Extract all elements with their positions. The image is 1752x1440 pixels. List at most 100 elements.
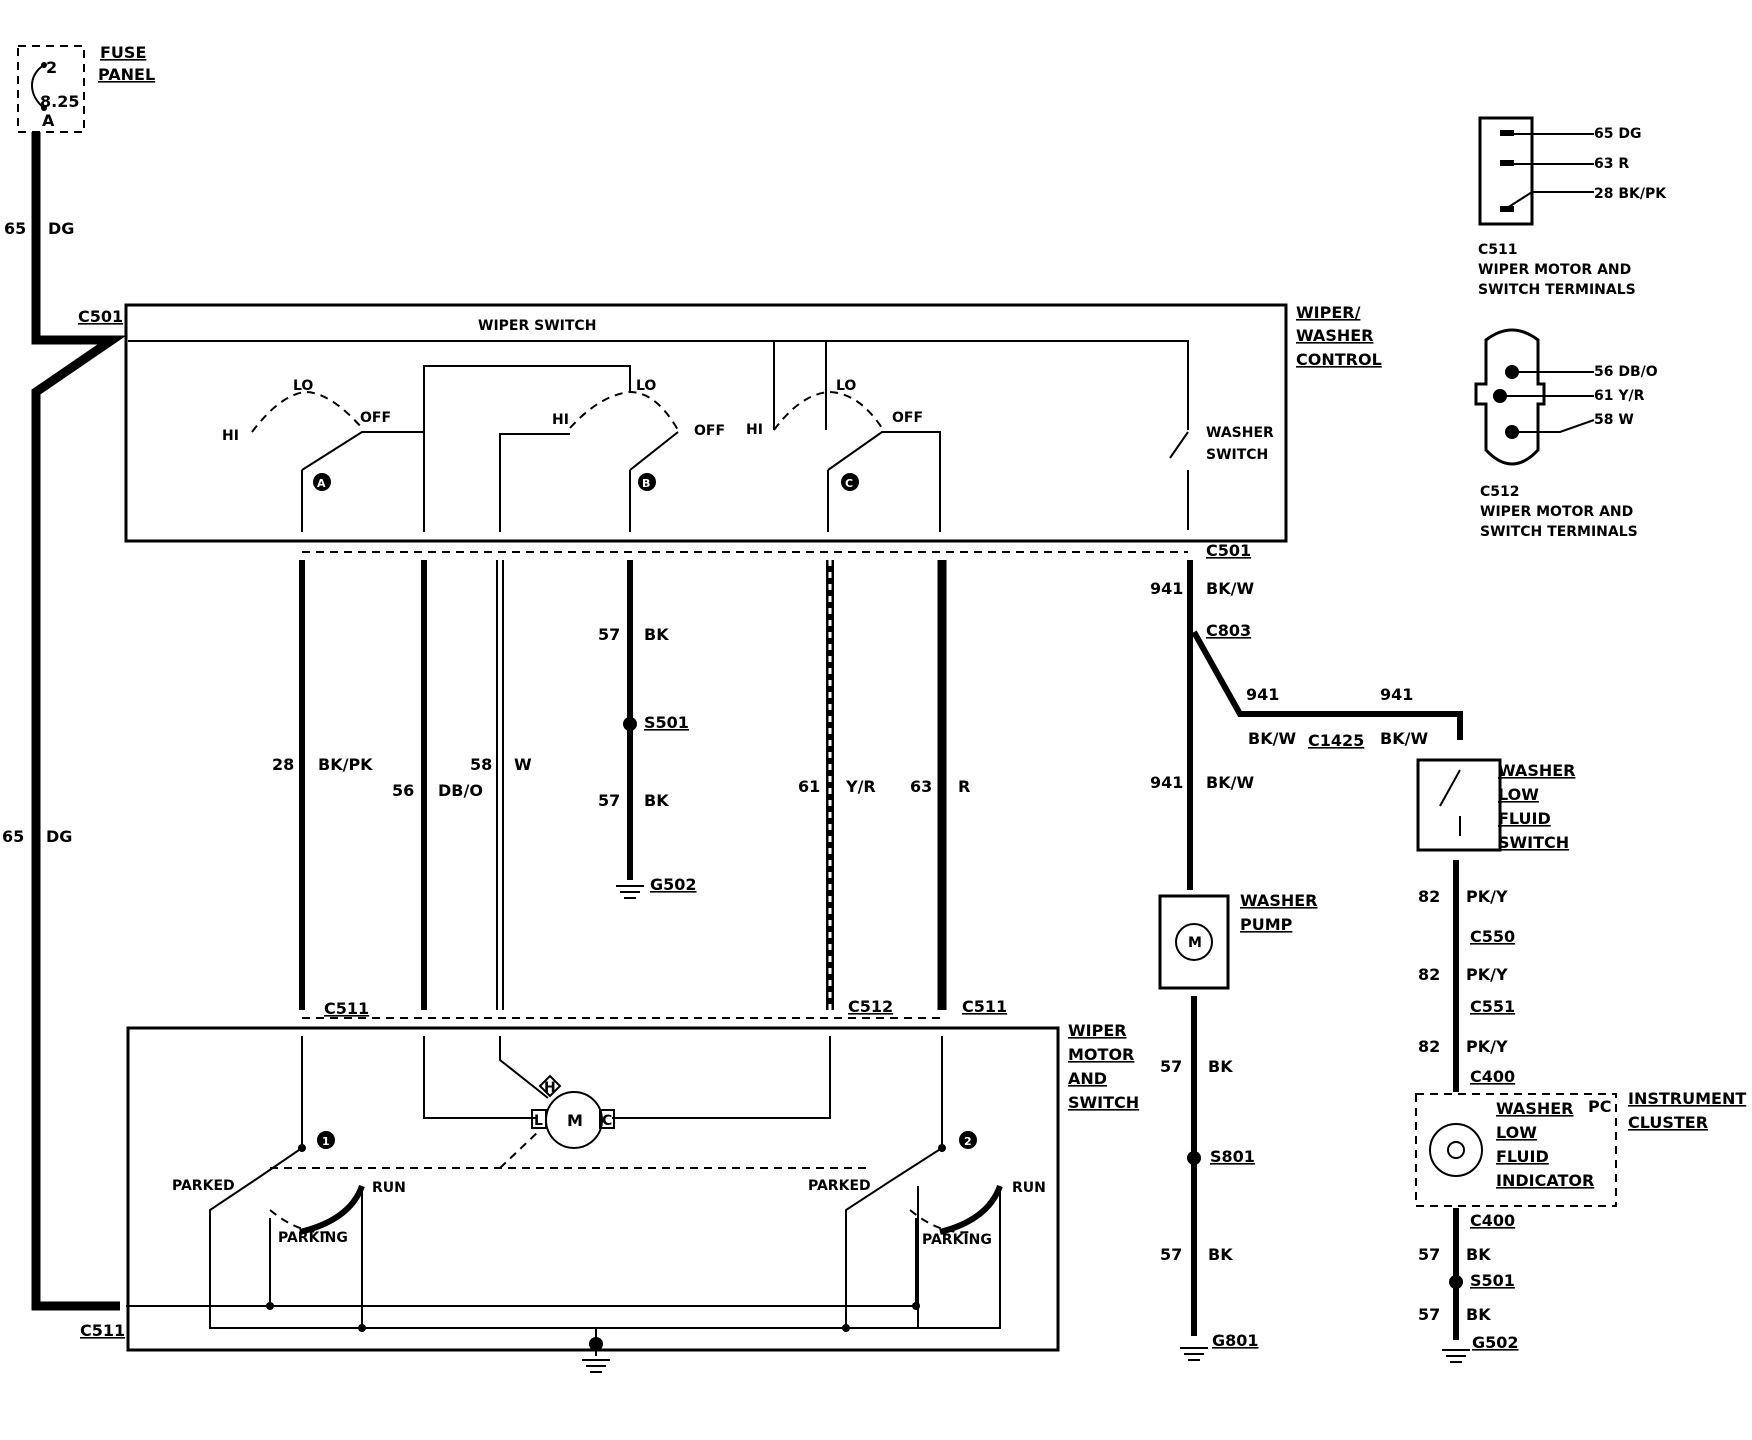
washer-pump-m: M [1188,935,1202,951]
parking-right: PARKING [922,1232,992,1248]
wire-63: 63 R [910,560,970,1010]
fuse-number: 2 [46,58,57,77]
wire-57-right: 57 BK S801 57 BK G801 [1160,996,1259,1361]
wire-57-right-circuit-a: 57 [1160,1057,1182,1076]
wiper-washer-control: WIPER/ WASHER CONTROL WIPER SWITCH WASHE… [124,303,1382,543]
wire-82-circuit-a: 82 [1418,887,1440,906]
wire-56-circuit: 56 [392,781,414,800]
wire-57-center: 57 BK S501 57 BK G502 [598,560,697,899]
c400-top-label: C400 [1470,1067,1515,1086]
c400-bottom-label: C400 [1470,1211,1515,1230]
c512-pin-2: 61 Y/R [1594,388,1645,404]
fuse-panel-label-2: PANEL [98,65,155,84]
washer-circuit-941: 941 BK/W C803 941 BK/W C1425 941 BK/W 94… [1150,560,1463,890]
switch-a-tag: A [317,477,326,490]
wiper-motor-m: M [567,1111,583,1130]
c511-inset-title: C511 [1478,242,1518,258]
control-label-1: WIPER/ [1296,303,1361,322]
c511-terminal-inset: 65 DG 63 R 28 BK/PK C511 WIPER MOTOR AND… [1478,116,1667,298]
switch-a-off: OFF [360,410,391,426]
wlfs-label-2: LOW [1498,785,1539,804]
wire-28: 28 BK/PK [272,560,373,1010]
wiper-switch-label: WIPER SWITCH [478,318,596,334]
wire-28-circuit: 28 [272,755,294,774]
wire-57-right-color-a: BK [1208,1057,1233,1076]
c512-inset-line2: WIPER MOTOR AND [1480,504,1633,520]
fuse-unit: A [42,111,55,130]
c511-right-top-label: C511 [962,997,1007,1016]
wire-65-color-mid: DG [46,827,72,846]
g801-label: G801 [1212,1331,1259,1350]
s501-label: S501 [644,713,689,732]
washer-pump-label-1: WASHER [1240,891,1317,910]
switch-a-hi: HI [222,428,239,444]
terminal-l: L [534,1113,543,1129]
c511-inset-line2: WIPER MOTOR AND [1478,262,1631,278]
c511-bottom-label: C511 [80,1321,125,1340]
wire-58: 58 W [470,560,532,1010]
c512-pin-3: 58 W [1594,412,1634,428]
wire-65-circuit-top: 65 [4,219,26,238]
run-left: RUN [372,1180,406,1196]
instrument-cluster: PC WASHER LOW FLUID INDICATOR INSTRUMENT… [1415,1089,1746,1207]
wire-56-color: DB/O [438,781,483,800]
wire-61-color: Y/R [845,777,876,796]
s801-label: S801 [1210,1147,1255,1166]
c511-left-top-label: C511 [324,999,369,1018]
parked-left: PARKED [172,1178,235,1194]
c501-left-label: C501 [78,307,123,326]
washer-switch-label-2: SWITCH [1206,447,1268,463]
wlfs-label-1: WASHER [1498,761,1575,780]
wire-63-color: R [958,777,970,796]
parked-right: PARKED [808,1178,871,1194]
run-right: RUN [1012,1180,1046,1196]
wire-941-circuit-c: 941 [1380,685,1413,704]
wire-941-color-d: BK/W [1206,773,1254,792]
cluster-label-1: INSTRUMENT [1628,1089,1746,1108]
c1425-label: C1425 [1308,731,1364,750]
indicator-label-3: FLUID [1496,1147,1549,1166]
c512-terminal-inset: 56 DB/O 61 Y/R 58 W C512 WIPER MOTOR AND… [1474,328,1658,540]
wire-82-color-c: PK/Y [1466,1037,1508,1056]
switch-c-off: OFF [892,410,923,426]
indicator-label-4: INDICATOR [1496,1171,1594,1190]
wire-57-cluster-color-a: BK [1466,1245,1491,1264]
wire-941-color-a: BK/W [1206,579,1254,598]
c512-pin-1: 56 DB/O [1594,364,1658,380]
indicator-label-2: LOW [1496,1123,1537,1142]
c551-label: C551 [1470,997,1515,1016]
cam-tag-2: 2 [964,1135,972,1148]
indicator-label-1: WASHER [1496,1099,1573,1118]
switch-c: HI LO OFF C [746,378,941,532]
wire-57-right-color-b: BK [1208,1245,1233,1264]
wiper-motor-label-2: MOTOR [1068,1045,1134,1064]
switch-b-off: OFF [694,423,725,439]
wire-56: 56 DB/O [392,560,483,1010]
wire-941-circuit-a: 941 [1150,579,1183,598]
wire-941-color-c: BK/W [1380,729,1428,748]
c501-right-label: C501 [1206,541,1251,560]
wire-82-circuit-b: 82 [1418,965,1440,984]
wire-28-color: BK/PK [318,755,373,774]
wire-65-color-top: DG [48,219,74,238]
wire-941-color-b: BK/W [1248,729,1296,748]
wire-57-cluster: C400 57 BK S501 57 BK G502 [1418,1208,1519,1363]
c511-inset-line3: SWITCH TERMINALS [1478,282,1636,298]
control-label-2: WASHER [1296,326,1373,345]
terminal-h: H [544,1080,556,1096]
washer-pump: M WASHER PUMP [1158,891,1317,990]
wire-57-circuit-b: 57 [598,791,620,810]
wiper-motor-label-3: AND [1068,1069,1107,1088]
wire-941-circuit-b: 941 [1246,685,1279,704]
switch-c-tag: C [845,477,853,490]
c511-pin-2: 63 R [1594,156,1629,172]
switch-a-lo: LO [293,378,313,394]
wlfs-label-4: SWITCH [1498,833,1569,852]
wire-58-circuit: 58 [470,755,492,774]
c512-inset-title: C512 [1480,484,1520,500]
wiper-motor-label-4: SWITCH [1068,1093,1139,1112]
wiper-motor-label-1: WIPER [1068,1021,1127,1040]
parking-left: PARKING [278,1230,348,1246]
wire-57-cluster-circuit-b: 57 [1418,1305,1440,1324]
c550-label: C550 [1470,927,1515,946]
